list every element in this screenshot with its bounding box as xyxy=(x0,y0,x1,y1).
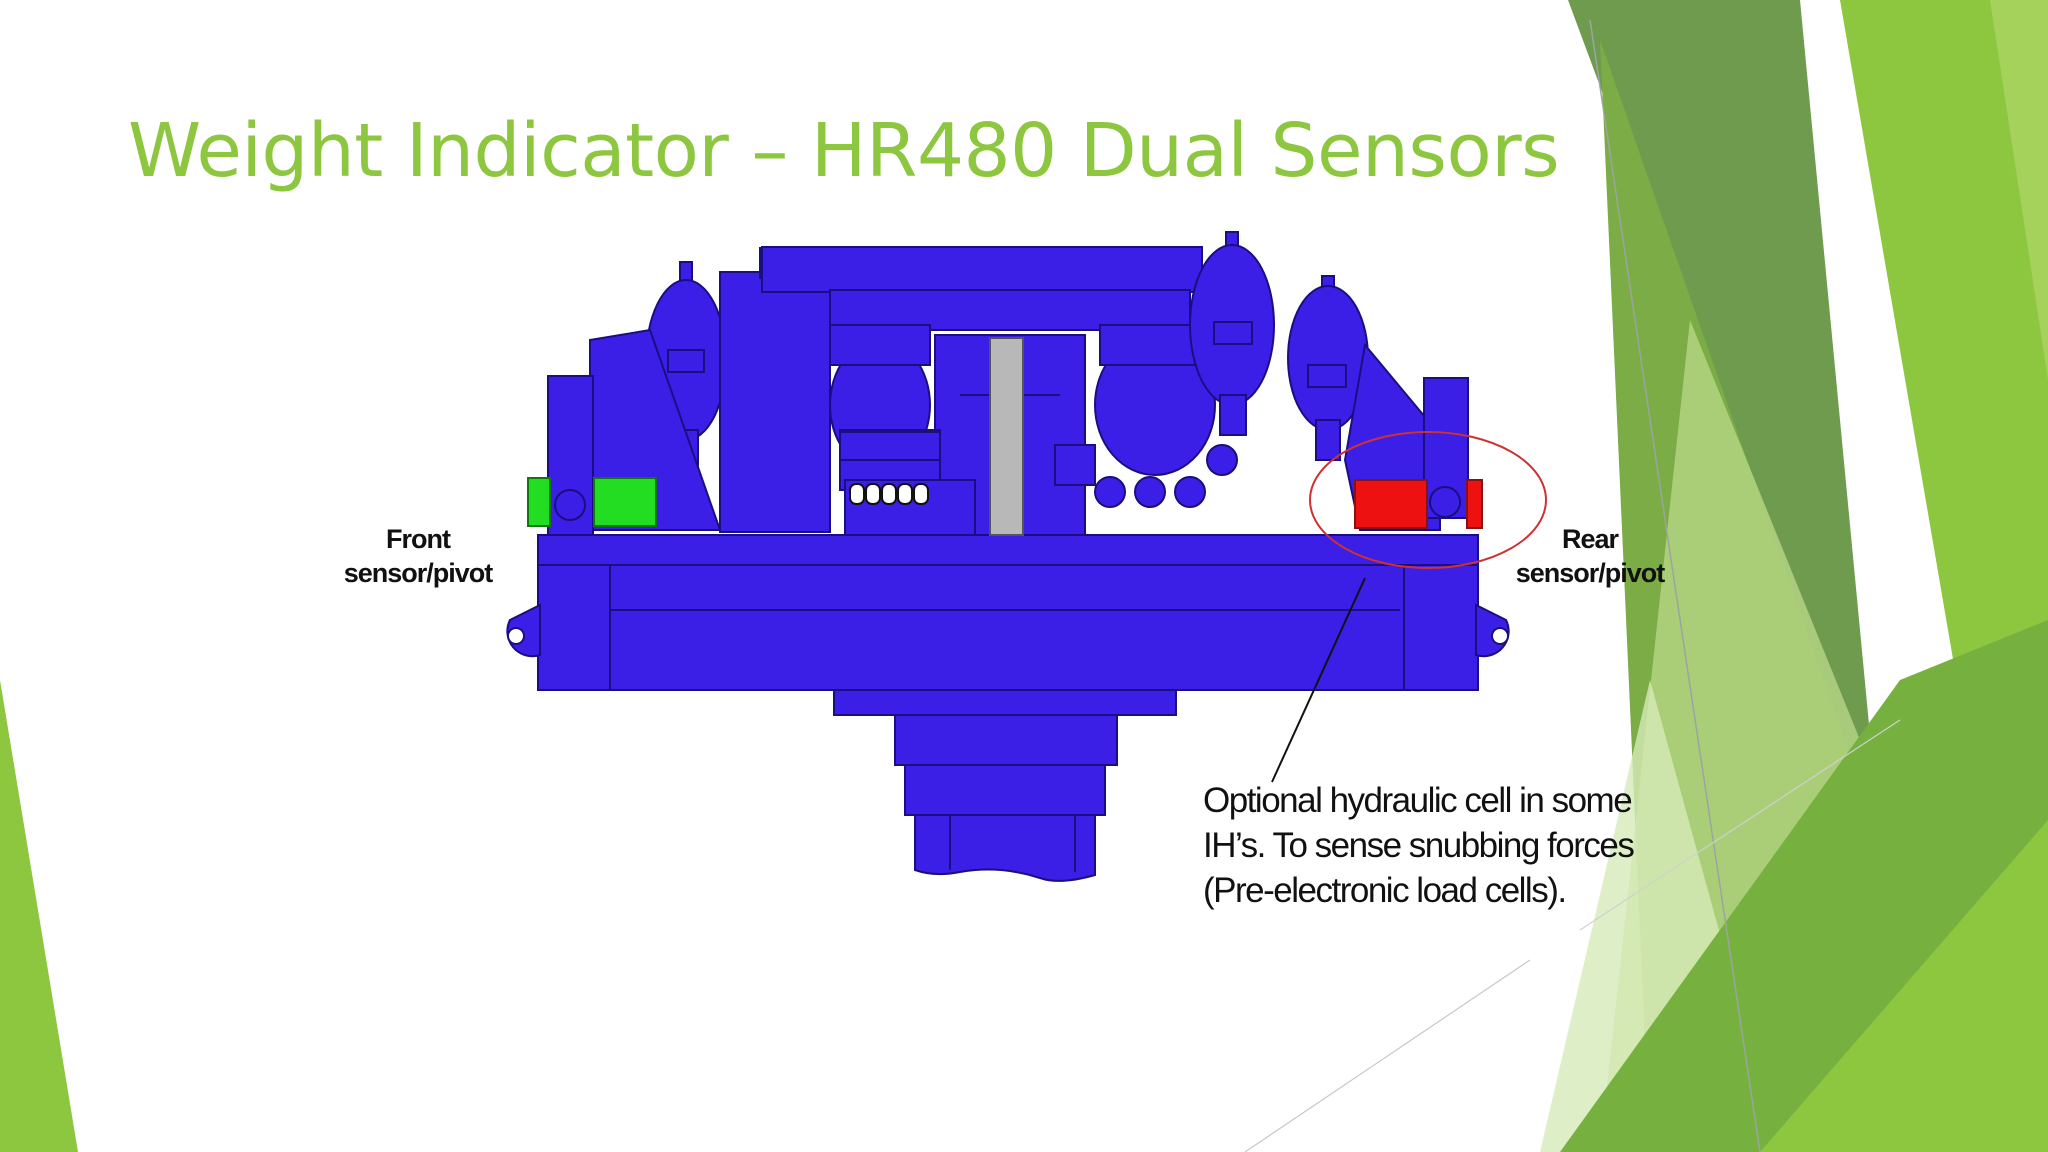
counter-digit-2 xyxy=(865,483,881,505)
front-sensor-right xyxy=(593,477,657,527)
decor-line-2 xyxy=(1244,959,1531,1152)
right-accent-facet xyxy=(1990,0,2048,380)
note-line-3: (Pre-electronic load cells). xyxy=(1203,871,1567,910)
right-accumulator-1-valve xyxy=(1213,321,1253,345)
lower-collar xyxy=(833,689,1177,716)
rear-label-line-2: sensor/pivot xyxy=(1515,558,1666,588)
lower-right-box xyxy=(1054,444,1096,486)
right-bottom-facet xyxy=(1760,820,2048,1152)
lifting-eye-holes xyxy=(507,627,1509,645)
right-accumulator-2-stem xyxy=(1315,419,1341,461)
machine-body xyxy=(506,231,1510,882)
decor-line-3 xyxy=(1579,719,1901,931)
lower-neck xyxy=(904,764,1106,816)
decor-line-1 xyxy=(1589,19,1761,1152)
counter-box xyxy=(839,431,941,461)
counter-digits xyxy=(849,483,929,505)
rear-sensor-right xyxy=(1466,479,1483,529)
right-end-block xyxy=(1403,564,1479,691)
main-beam xyxy=(537,534,1479,691)
counter-digit-1 xyxy=(849,483,865,505)
rear-sensor-highlight-ellipse xyxy=(1309,431,1547,569)
left-post xyxy=(547,375,594,537)
note-line-1: Optional hydraulic cell in some xyxy=(1203,781,1633,820)
left-motor-mount xyxy=(829,324,931,366)
left-green-sliver xyxy=(0,680,78,1152)
hydraulic-cell-note: Optional hydraulic cell in some IH’s. To… xyxy=(1203,778,1635,913)
right-eye-hole xyxy=(1491,627,1509,645)
top-frame xyxy=(761,246,1203,293)
rear-sensor-left xyxy=(1354,479,1428,529)
front-sensor-label: Front sensor/pivot xyxy=(318,522,518,590)
left-end-block xyxy=(537,564,611,691)
left-pivot-pin xyxy=(554,489,586,521)
right-accumulator-1-stem xyxy=(1219,394,1247,436)
note-leader-line xyxy=(1271,577,1366,783)
counter-digit-3 xyxy=(881,483,897,505)
slide-title: Weight Indicator – HR480 Dual Sensors xyxy=(128,108,1560,194)
left-eye-hole xyxy=(507,627,525,645)
counter-digit-5 xyxy=(913,483,929,505)
gear-1 xyxy=(1094,476,1126,508)
counter-digit-4 xyxy=(897,483,913,505)
lower-body xyxy=(894,714,1118,766)
right-accumulator-2-valve xyxy=(1307,364,1347,388)
left-accumulator-valve xyxy=(667,349,705,373)
front-sensor-left xyxy=(527,477,551,527)
front-label-line-2: sensor/pivot xyxy=(343,558,494,588)
gear-4 xyxy=(1206,444,1238,476)
left-side-block xyxy=(719,271,831,533)
right-pivot-pin xyxy=(1429,486,1461,518)
lower-tube xyxy=(914,814,1096,882)
rear-sensor-label: Rear sensor/pivot xyxy=(1490,522,1690,590)
center-gray-shaft xyxy=(989,337,1024,536)
rear-label-line-1: Rear xyxy=(1561,524,1619,554)
gear-2 xyxy=(1134,476,1166,508)
gear-3 xyxy=(1174,476,1206,508)
note-line-2: IH’s. To sense snubbing forces xyxy=(1203,826,1635,865)
front-label-line-1: Front xyxy=(386,524,451,554)
